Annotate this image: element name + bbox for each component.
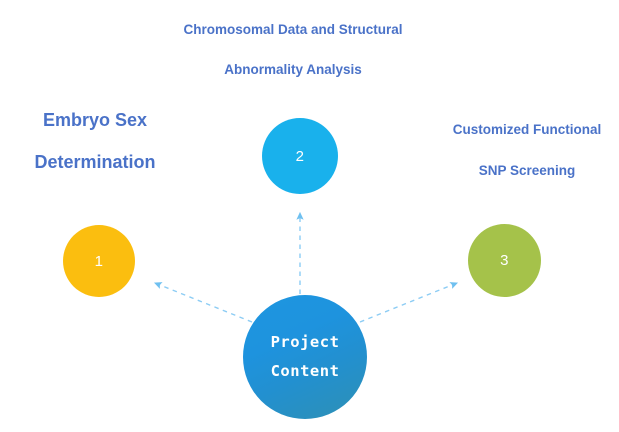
label-node-1-line-1: Embryo Sex [42, 110, 148, 130]
center-label-line-1: Project [270, 332, 340, 351]
label-node-1-line-2: Determination [34, 152, 156, 172]
label-node-1: Embryo Sex Determination [0, 110, 190, 173]
center-label-line-2: Content [270, 362, 340, 380]
node-circle-2[interactable]: 2 [262, 118, 338, 194]
node-number-1: 1 [94, 252, 104, 270]
label-node-2: Chromosomal Data and Structural Abnormal… [143, 22, 443, 77]
node-circle-3[interactable]: 3 [468, 224, 541, 297]
node-number-2: 2 [295, 147, 305, 165]
node-circle-1[interactable]: 1 [63, 225, 135, 297]
node-number-3: 3 [500, 252, 509, 269]
arrow-center-to-node-3 [359, 282, 459, 323]
label-node-2-line-2: Abnormality Analysis [224, 62, 362, 77]
center-circle-project-content[interactable]: Project Content [243, 295, 367, 419]
label-node-2-line-1: Chromosomal Data and Structural [183, 22, 403, 37]
label-node-3-line-1: Customized Functional [452, 122, 602, 137]
label-node-3: Customized Functional SNP Screening [432, 122, 619, 178]
label-node-3-line-2: SNP Screening [478, 163, 576, 178]
arrow-center-to-node-1 [153, 282, 253, 323]
